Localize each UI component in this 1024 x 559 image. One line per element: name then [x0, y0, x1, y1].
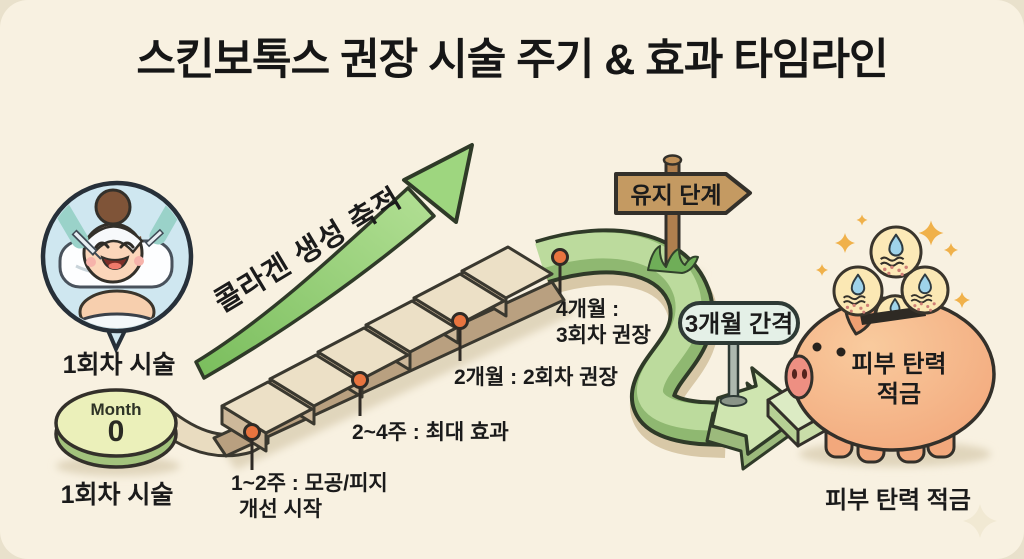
- milestone-1-line-2: 개선 시작: [239, 498, 323, 522]
- milestone-dot: [551, 248, 569, 266]
- piggy-bank-icon: [766, 214, 996, 464]
- milestone-label-3: 2개월 : 2회차 권장: [454, 365, 618, 391]
- milestone-1-line-1: 1~2주 : 모공/피지: [231, 472, 388, 495]
- coin-icon: [832, 265, 884, 317]
- piggy-bank-label-line-1: 피부 탄력: [851, 351, 947, 378]
- descent-path-icon: [535, 228, 808, 471]
- maintenance-sign-label: 유지 단계: [630, 182, 722, 208]
- milestone-dot: [451, 312, 469, 330]
- month-chip-value: 0: [107, 415, 125, 448]
- piggy-bank-label: 피부 탄력 적금: [840, 350, 958, 410]
- milestone-2-line-1: 2~4주 : 최대 효과: [352, 421, 509, 444]
- start-caption: 1회차 시술: [60, 481, 174, 509]
- coin-icon: [900, 265, 950, 315]
- headband: [82, 225, 144, 256]
- bubble-caption: 1회차 시술: [62, 351, 176, 379]
- month-disc: [54, 388, 178, 469]
- milestone-label-1: 1~2주 : 모공/피지 개선 시작: [231, 471, 388, 523]
- milestone-dot: [351, 371, 369, 389]
- coin-icon: [869, 225, 923, 279]
- milestone-4-line-1: 4개월 :: [556, 298, 620, 321]
- coin-slot: [860, 306, 926, 325]
- milestone-3-line-1: 2개월 : 2회차 권장: [454, 366, 618, 389]
- milestone-markers: [243, 248, 569, 470]
- milestone-label-2: 2~4주 : 최대 효과: [352, 420, 509, 446]
- milestone-label-4: 4개월 : 3회차 권장: [556, 297, 651, 349]
- footer-caption: 피부 탄력 적금: [825, 487, 971, 514]
- piggy-bank-label-line-2: 적금: [876, 381, 922, 408]
- page-title: 스킨보톡스 권장 시술 주기 & 효과 타임라인: [136, 36, 888, 84]
- grass-icon: [647, 245, 699, 274]
- milestone-dot: [243, 423, 261, 441]
- milestone-4-line-2: 3회차 권장: [556, 324, 651, 348]
- interval-sign-icon: [678, 301, 800, 407]
- pig-snout: [784, 354, 814, 400]
- month-chip-label: Month: [90, 400, 142, 419]
- blanket: [55, 312, 179, 328]
- hair-bun: [94, 188, 132, 226]
- maintenance-signpost-icon: [614, 154, 752, 274]
- patient-bubble-icon: [40, 180, 194, 354]
- collagen-arrow-icon: [194, 143, 474, 380]
- interval-sign-label: 3개월 간격: [684, 311, 794, 338]
